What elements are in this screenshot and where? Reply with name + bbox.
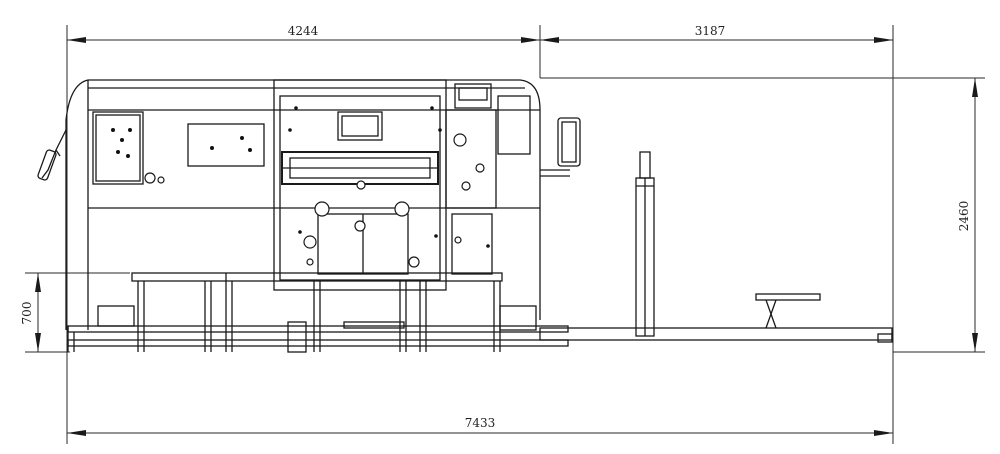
dim-label-top-right: 3187 <box>695 24 726 38</box>
dimension-arrows <box>35 37 978 436</box>
machine-holes <box>111 106 490 268</box>
dim-label-top-left: 4244 <box>288 24 319 38</box>
delivery-rail <box>539 151 893 343</box>
dim-label-overall-length: 7433 <box>465 416 496 430</box>
feed-frame <box>67 272 569 353</box>
dim-label-overall-height: 2460 <box>957 201 971 232</box>
machine-body <box>37 79 581 330</box>
dim-label-feed-height: 700 <box>20 302 34 325</box>
